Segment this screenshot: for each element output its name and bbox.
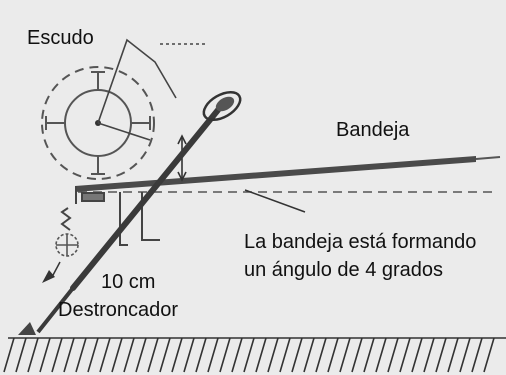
hatch-line [39,337,51,373]
hatch-line [87,337,99,373]
hatch-line [387,337,399,373]
tray-bar [75,156,476,192]
wheel [55,233,79,257]
label-nota-line2: un ángulo de 4 grados [244,259,444,281]
label-medida: 10 cm [101,271,156,293]
frame-leg-1 [119,192,128,246]
hatch-line [231,337,243,373]
shield [41,66,155,180]
hatch-line [219,337,231,373]
rod-blade [18,322,36,335]
label-destroncador: Destroncador [58,299,179,321]
rod-arrow-head [42,270,55,283]
hatch-line [267,337,279,373]
rod-head [202,90,242,122]
hatch-line [339,337,351,373]
tray [75,156,501,213]
ground-hatching [3,337,495,373]
hatch-line [135,337,147,373]
hatch-line [63,337,75,373]
height-arrow-head-bottom [177,171,187,182]
hatch-line [183,337,195,373]
rod-lower [36,286,75,334]
hatch-line [483,337,495,373]
label-bandeja: Bandeja [336,119,410,141]
hatch-line [327,337,339,373]
hatch-line [3,337,15,373]
hatch-line [195,337,207,373]
hatch-line [171,337,183,373]
hatch-line [159,337,171,373]
hatch-line [255,337,267,373]
hatch-line [459,337,471,373]
hatch-line [423,337,435,373]
note-pointer [244,189,306,213]
hatch-line [111,337,123,373]
hatch-line [315,337,327,373]
hatch-line [411,337,423,373]
hatch-line [351,337,363,373]
hub-arm [97,122,151,141]
hatch-line [207,337,219,373]
rod-head-fill [215,96,235,112]
label-escudo: Escudo [27,27,94,49]
height-arrow-head-top [177,134,187,145]
hatch-line [363,337,375,373]
pointer-lines [97,38,208,141]
hatch-line [75,337,87,373]
hatch-line [15,337,27,373]
hatch-line [435,337,447,373]
label-nota-line1: La bandeja está formando [244,231,477,253]
ground [3,337,506,373]
hatch-line [27,337,39,373]
shield-outline [41,66,155,180]
rod-arrow-shaft [51,261,61,278]
hatch-line [243,337,255,373]
hatch-line [303,337,315,373]
hatch-line [279,337,291,373]
hatch-line [99,337,111,373]
hatch-line [51,337,63,373]
tray-tip [475,156,501,160]
hatch-line [471,337,483,373]
hatch-line [147,337,159,373]
rod-shaft [70,107,221,291]
hatch-line [291,337,303,373]
hatch-line [399,337,411,373]
spring [60,207,72,231]
destroncador-rod [18,90,242,335]
frame-bracket [81,192,105,202]
escudo-pointer [97,38,177,124]
hatch-line [447,337,459,373]
hatch-line [123,337,135,373]
hatch-line [375,337,387,373]
